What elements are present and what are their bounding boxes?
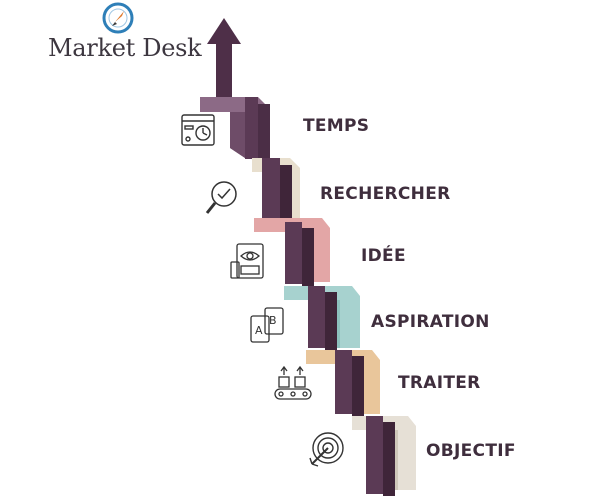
step-label-idee: IDÉE	[361, 246, 406, 266]
target-arrow-icon	[309, 432, 344, 467]
rocket-compass-icon	[102, 2, 134, 34]
step-label-rechercher: RECHERCHER	[320, 184, 451, 204]
screen-clock-icon	[181, 114, 215, 146]
step-label-temps: TEMPS	[303, 116, 370, 136]
eye-device-icon	[230, 243, 264, 279]
arrow-shaft	[216, 43, 232, 98]
arrow-head	[207, 18, 241, 44]
stair-step-4	[284, 286, 360, 354]
stair-step-5	[306, 350, 380, 420]
svg-text:A: A	[255, 324, 263, 337]
step-label-aspiration: ASPIRATION	[371, 312, 490, 332]
logo-text: Market Desk	[48, 34, 202, 62]
step-label-traiter: TRAITER	[398, 373, 481, 393]
stair-step-1	[200, 97, 270, 164]
magnifier-check-icon	[205, 181, 237, 214]
ab-cards-icon: A B	[250, 307, 284, 343]
conveyor-boxes-icon	[274, 365, 312, 400]
stair-step-2	[252, 158, 300, 229]
svg-text:B: B	[269, 314, 277, 327]
stair-step-6	[352, 416, 416, 496]
step-label-objectif: OBJECTIF	[426, 441, 516, 461]
stair-step-3	[254, 218, 330, 290]
